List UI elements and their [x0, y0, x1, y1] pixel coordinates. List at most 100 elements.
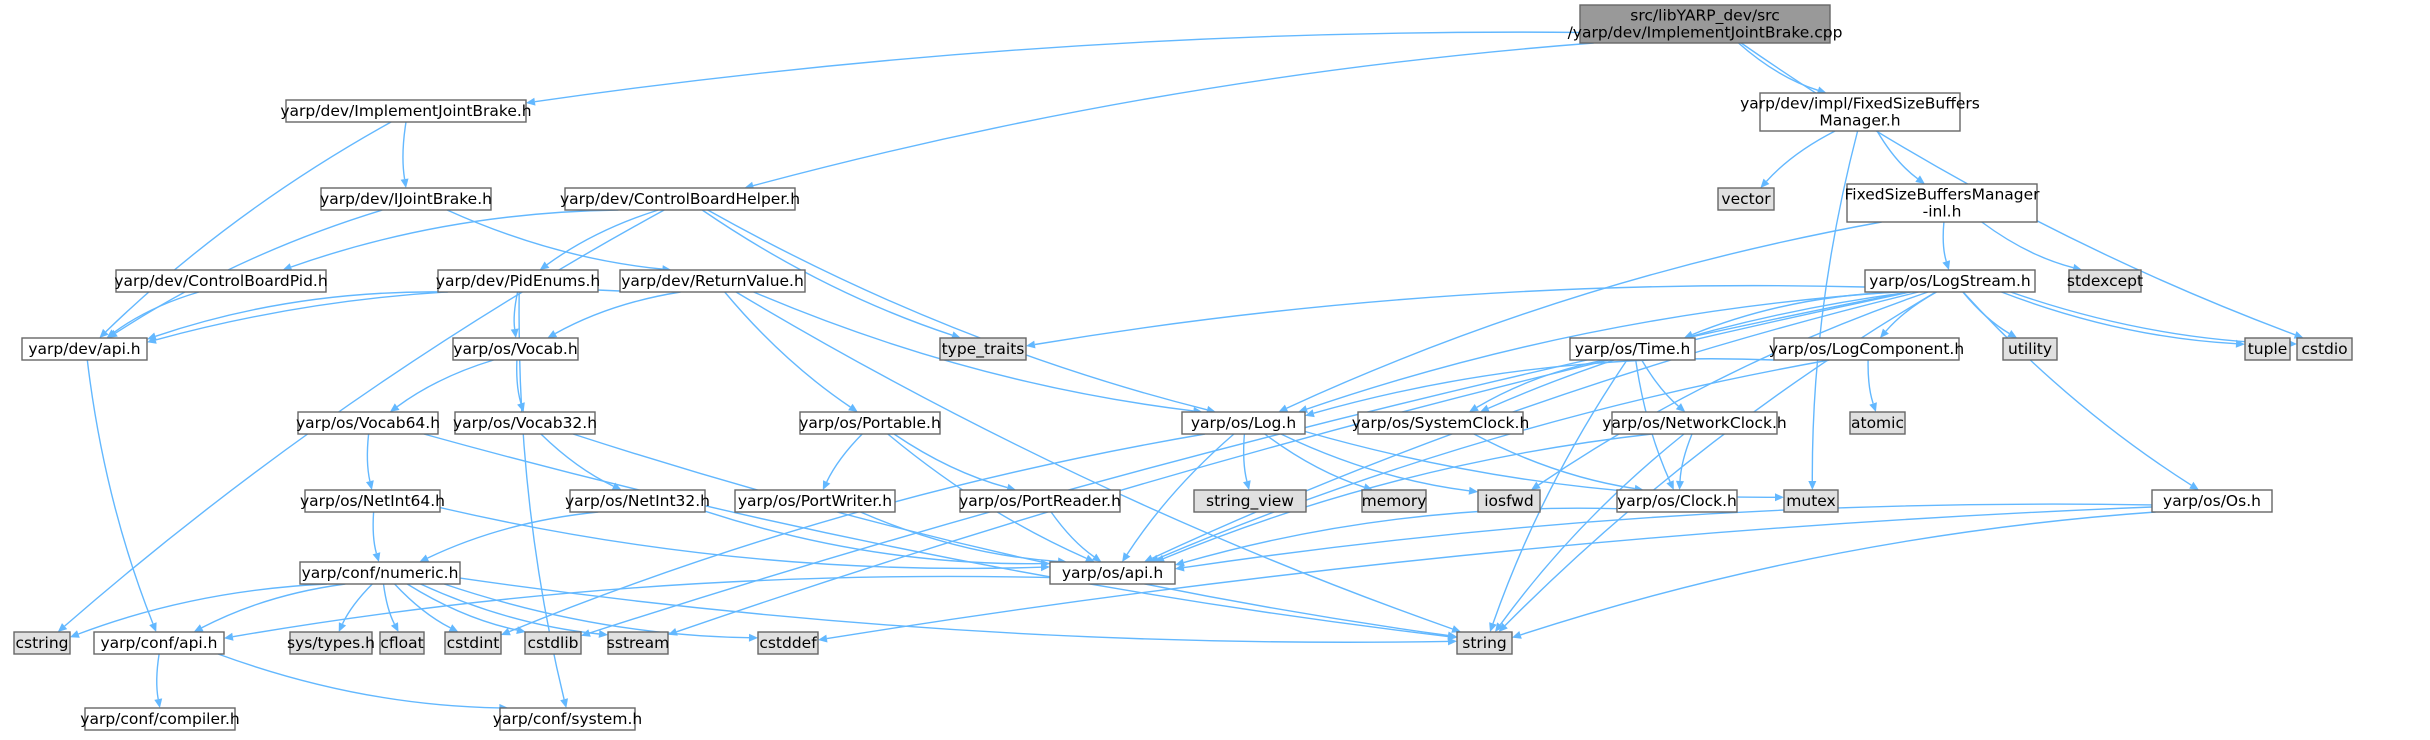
node-box	[799, 411, 941, 435]
edge-arrowhead	[1026, 340, 1036, 349]
edge-devapi-to-confapi	[86, 359, 157, 632]
node-memory: memory	[1361, 489, 1427, 513]
edge-netclock-to-string	[1495, 433, 1685, 632]
edge-logcomp-to-atomic	[1867, 359, 1877, 412]
edge-line	[1962, 291, 2192, 486]
node-ijbh[interactable]: yarp/dev/ImplementJointBrake.h	[280, 99, 532, 123]
node-cbh[interactable]: yarp/dev/ControlBoardHelper.h	[560, 187, 800, 211]
edge-arrowhead	[1512, 631, 1522, 639]
edge-arrowhead	[1775, 493, 1784, 502]
node-vector: vector	[1717, 187, 1775, 211]
edge-arrowhead	[1666, 480, 1674, 490]
node-time[interactable]: yarp/os/Time.h	[1569, 337, 1696, 361]
node-netclock[interactable]: yarp/os/NetworkClock.h	[1602, 411, 1787, 435]
node-box	[1783, 489, 1839, 513]
node-label: yarp/dev/PidEnums.h	[436, 272, 600, 290]
node-label: yarp/os/api.h	[1062, 564, 1163, 582]
node-label: cstdlib	[528, 634, 579, 652]
edge-line	[1876, 130, 1919, 180]
edge-line	[156, 653, 160, 700]
node-confsystem[interactable]: yarp/conf/system.h	[493, 707, 642, 731]
node-box	[299, 561, 461, 585]
edge-ni64-to-numeric	[372, 511, 381, 562]
node-box	[1579, 4, 1831, 44]
node-confapi[interactable]: yarp/conf/api.h	[93, 631, 225, 655]
node-vocab[interactable]: yarp/os/Vocab.h	[452, 337, 579, 361]
node-vocab32[interactable]: yarp/os/Vocab32.h	[453, 411, 597, 435]
node-cfloat: cfloat	[379, 631, 425, 655]
edge-line	[509, 433, 1206, 633]
edge-line	[1286, 221, 1882, 409]
node-cbpid[interactable]: yarp/dev/ControlBoardPid.h	[114, 269, 328, 293]
edge-arrowhead	[510, 328, 519, 338]
node-box	[2002, 337, 2058, 361]
edge-arrowhead	[1495, 622, 1504, 632]
node-logcomp[interactable]: yarp/os/LogComponent.h	[1769, 337, 1964, 361]
edge-vocab-to-vocab32	[516, 359, 525, 412]
node-devapi[interactable]: yarp/dev/api.h	[21, 337, 148, 361]
edge-vocab32-to-ni32	[540, 433, 622, 490]
edge-arrowhead	[1498, 622, 1508, 632]
node-portable[interactable]: yarp/os/Portable.h	[799, 411, 941, 435]
node-box	[93, 631, 225, 655]
node-retval[interactable]: yarp/dev/ReturnValue.h	[619, 269, 806, 293]
node-fsbminl[interactable]: FixedSizeBuffersManager-inl.h	[1844, 183, 2040, 223]
edge-arrowhead	[1942, 260, 1951, 270]
node-box	[13, 631, 71, 655]
edge-arrowhead	[224, 632, 234, 641]
edge-arrowhead	[70, 630, 80, 638]
edge-line	[446, 209, 663, 270]
edge-root-to-cbh	[744, 42, 1594, 190]
edge-osapi-to-confapi	[224, 575, 1051, 641]
edge-line	[554, 291, 681, 335]
node-box	[499, 707, 636, 731]
node-clock[interactable]: yarp/os/Clock.h	[1616, 489, 1738, 513]
edge-line	[78, 583, 327, 635]
edge-arrowhead	[1808, 481, 1817, 490]
edge-portable-to-portreader	[893, 433, 1016, 492]
node-osapi[interactable]: yarp/os/api.h	[1049, 561, 1176, 585]
node-box	[454, 411, 596, 435]
edge-confapi-to-compiler	[154, 653, 163, 708]
node-sstream: sstream	[607, 631, 669, 655]
node-box	[2151, 489, 2273, 513]
edge-line	[155, 291, 448, 337]
node-portreader[interactable]: yarp/os/PortReader.h	[959, 489, 1121, 513]
node-ni32[interactable]: yarp/os/NetInt32.h	[565, 489, 710, 513]
node-ni64[interactable]: yarp/os/NetInt64.h	[300, 489, 445, 513]
edge-line	[1492, 359, 1628, 624]
node-label: yarp/os/LogComponent.h	[1769, 340, 1964, 358]
edge-line	[707, 209, 1208, 411]
node-fsbm[interactable]: yarp/dev/impl/FixedSizeBuffersManager.h	[1740, 92, 1980, 132]
node-ijb[interactable]: yarp/dev/IJointBrake.h	[320, 187, 492, 211]
edge-ijb-to-retval	[446, 209, 672, 274]
edge-fsbminl-to-log	[1278, 221, 1882, 412]
node-box	[1361, 489, 1427, 513]
node-label: iosfwd	[1484, 492, 1534, 510]
edge-line	[290, 209, 619, 268]
node-vocab64[interactable]: yarp/os/Vocab64.h	[296, 411, 440, 435]
node-stdexcept: stdexcept	[2067, 269, 2143, 293]
node-label: src/libYARP_dev/src	[1630, 7, 1779, 26]
node-pidenums[interactable]: yarp/dev/PidEnums.h	[436, 269, 600, 293]
node-numeric[interactable]: yarp/conf/numeric.h	[299, 561, 461, 585]
edge-line	[459, 577, 1449, 643]
edge-arrowhead	[1091, 553, 1102, 562]
edge-line	[1242, 433, 1248, 482]
node-label: yarp/conf/compiler.h	[80, 710, 239, 728]
edge-cbh-to-pidenums	[539, 209, 659, 270]
edge-arrowhead	[748, 633, 758, 642]
node-compiler[interactable]: yarp/conf/compiler.h	[80, 707, 240, 731]
node-osos[interactable]: yarp/os/Os.h	[2151, 489, 2273, 513]
edge-line	[1280, 433, 1470, 492]
node-root[interactable]: src/libYARP_dev/src/yarp/dev/ImplementJo…	[1568, 4, 1843, 44]
node-sysclock[interactable]: yarp/os/SystemClock.h	[1352, 411, 1530, 435]
node-logstream[interactable]: yarp/os/LogStream.h	[1864, 269, 2036, 293]
edge-line	[105, 121, 392, 333]
edge-logstream-to-utility	[1962, 291, 2018, 338]
edge-arrowhead	[501, 627, 511, 636]
node-log[interactable]: yarp/os/Log.h	[1181, 411, 1306, 435]
edge-numeric-to-cstring	[70, 583, 327, 638]
node-portwriter[interactable]: yarp/os/PortWriter.h	[734, 489, 896, 513]
